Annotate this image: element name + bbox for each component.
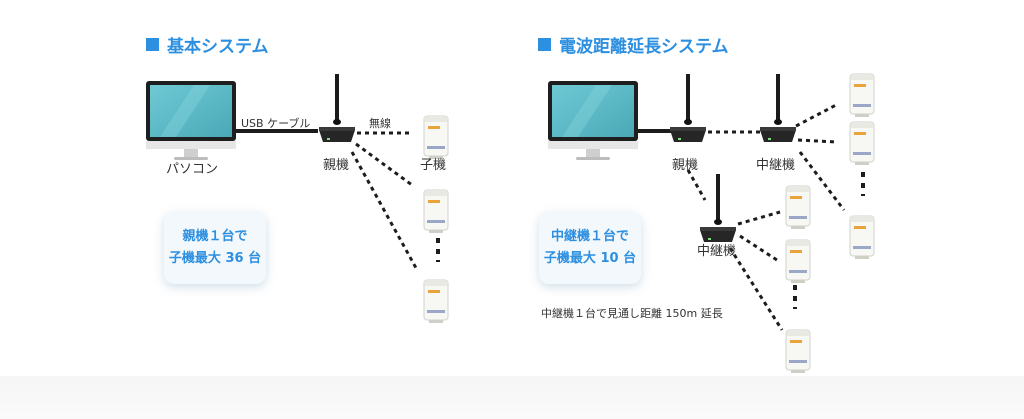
child-logger-icon xyxy=(849,215,875,260)
child-logger-icon xyxy=(423,189,449,234)
repeater-router-icon xyxy=(700,174,736,242)
extended-system-title: 電波距離延長システム xyxy=(538,32,729,57)
child-logger-icon xyxy=(423,279,449,324)
wireless-label: 無線 xyxy=(369,117,391,130)
child-logger-icon xyxy=(423,115,449,160)
parent-router-icon xyxy=(319,74,355,142)
basic-capacity-box: 親機１台で 子機最大 36 台 xyxy=(164,212,266,284)
extended-title-text: 電波距離延長システム xyxy=(559,37,729,57)
parent-router-icon xyxy=(670,74,706,142)
pc-label: パソコン xyxy=(166,162,219,177)
extended-box-line1: 中継機１台で xyxy=(550,229,629,244)
repeater-router-icon xyxy=(760,74,796,142)
pc-monitor-icon xyxy=(146,81,236,160)
basic-title-text: 基本システム xyxy=(167,37,269,57)
child-logger-icon xyxy=(785,185,811,230)
basic-system-title: 基本システム xyxy=(146,32,269,57)
usb-cable-label: USB ケーブル xyxy=(241,117,311,130)
repeater-label-top: 中継機 xyxy=(756,158,796,173)
child-logger-icon xyxy=(785,239,811,284)
basic-box-line2: 子機最大 36 台 xyxy=(168,251,262,266)
child-logger-icon xyxy=(785,329,811,374)
range-extension-note: 中継機１台で見通し距離 150m 延長 xyxy=(541,307,723,320)
parent-label: 親機 xyxy=(323,158,350,173)
basic-box-line1: 親機１台で xyxy=(182,229,248,244)
pc-monitor-icon xyxy=(548,81,638,160)
extended-capacity-box: 中継機１台で 子機最大 10 台 xyxy=(539,212,641,284)
child-label: 子機 xyxy=(420,158,447,173)
title-square-icon xyxy=(146,38,159,51)
extended-box-line2: 子機最大 10 台 xyxy=(543,251,637,266)
child-logger-icon xyxy=(849,121,875,166)
ext-parent-label: 親機 xyxy=(672,158,699,173)
extended-wireless-links xyxy=(686,102,846,331)
child-ellipsis xyxy=(793,172,865,309)
floor-band xyxy=(0,376,1024,419)
title-square-icon xyxy=(538,38,551,51)
repeater-label-bottom: 中継機 xyxy=(697,244,737,259)
child-logger-icon xyxy=(849,73,875,118)
wireless-links xyxy=(350,131,418,269)
